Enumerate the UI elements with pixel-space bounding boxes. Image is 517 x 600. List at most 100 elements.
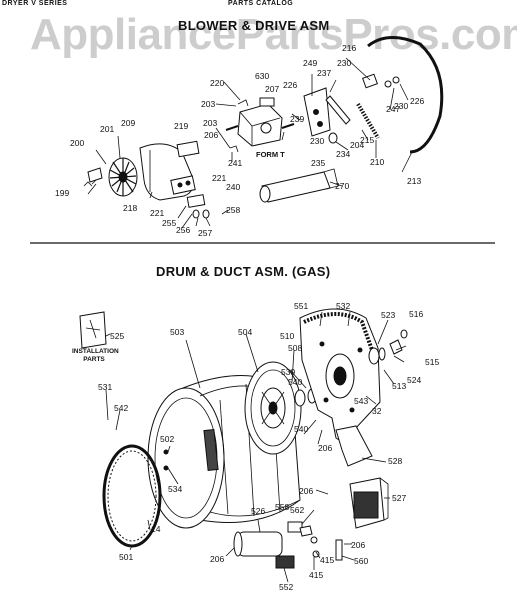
burner-box-527 [349, 477, 389, 529]
series-header: DRYER V SERIES [2, 0, 68, 7]
part-label: 525 [110, 331, 125, 341]
plate-219 [176, 140, 200, 158]
part-label: 524 [407, 375, 422, 385]
part-label: 230 [337, 58, 352, 68]
part-label: 257 [198, 228, 213, 238]
part-label: 256 [176, 225, 191, 235]
rear-panel-532 [299, 308, 381, 447]
bolt-203 [237, 99, 249, 107]
sensor-560 [335, 539, 343, 561]
part-label: 206 [351, 540, 366, 550]
drum-leader-lines [105, 311, 407, 583]
part-label: 503 [170, 327, 185, 337]
part-label: 209 [121, 118, 136, 128]
part-label: 510 [280, 331, 295, 341]
part-label: 540 [294, 424, 309, 434]
part-label: 532 [336, 301, 351, 311]
part-label: 502 [160, 434, 175, 444]
part-label: 240 [226, 182, 241, 192]
screws-199 [83, 179, 97, 187]
part-label: 543 [354, 396, 369, 406]
part-label: 504 [238, 327, 253, 337]
part-label: 531 [98, 382, 113, 392]
part-label: 249 [303, 58, 318, 68]
part-label: 239 [290, 114, 305, 124]
coil-552 [275, 555, 295, 569]
part-label: 241 [228, 158, 243, 168]
part-label: 415 [309, 570, 324, 580]
part-label: 560 [354, 556, 369, 566]
part-label: 526 [251, 506, 266, 516]
part-label: 508 [288, 343, 303, 353]
part-label: 206 [204, 130, 219, 140]
pulley-216 [362, 73, 378, 89]
part-label: 501 [119, 552, 134, 562]
part-label: 218 [123, 203, 138, 213]
part-label: 201 [100, 124, 115, 134]
part-label: 221 [212, 173, 227, 183]
part-label: 219 [174, 121, 189, 131]
part-label: 230 [310, 136, 325, 146]
part-label: 542 [114, 403, 129, 413]
part-label: 226 [283, 80, 298, 90]
bracket-221 [186, 194, 206, 208]
screw-516 [400, 329, 408, 339]
part-label: 207 [265, 84, 280, 94]
washer-256 [192, 209, 200, 219]
blower-leader-lines [87, 57, 413, 229]
duct-528 [335, 425, 373, 467]
part-label: 199 [55, 188, 70, 198]
part-label: 630 [255, 71, 270, 81]
gas-cylinder-526 [233, 531, 283, 557]
part-label: 515 [425, 357, 440, 367]
part-label: 221 [150, 208, 165, 218]
catalog-header: PARTS CATALOG [228, 0, 294, 7]
part-label: 32 [372, 406, 382, 416]
part-label: 215 [360, 135, 375, 145]
part-label: 540 [288, 377, 303, 387]
part-label: 203 [201, 99, 216, 109]
part-label: 14 [151, 524, 161, 534]
form-label: FORM T [256, 150, 285, 159]
bearing-539 [294, 389, 306, 407]
part-label: 234 [336, 149, 351, 159]
part-label: 213 [407, 176, 422, 186]
part-label: 226 [410, 96, 425, 106]
housing-outlet [170, 175, 196, 195]
installation-parts-label: INSTALLATION PARTS [72, 348, 119, 363]
part-label: 270 [335, 181, 350, 191]
part-label: 258 [226, 205, 241, 215]
part-label: 523 [381, 310, 396, 320]
part-label: 513 [392, 381, 407, 391]
part-label: 247 [386, 104, 401, 114]
washer-257 [202, 209, 210, 219]
part-label: 235 [311, 158, 326, 168]
part-label: 203 [203, 118, 218, 128]
screw-206 [229, 145, 239, 153]
part-label: 539 [281, 367, 296, 377]
drive-belt [367, 36, 444, 154]
roller-513 [368, 347, 380, 365]
part-label: 534 [168, 484, 183, 494]
clip-200 [87, 167, 103, 183]
idler-spring [356, 102, 380, 140]
part-label: 206 [318, 443, 333, 453]
part-label: 230 [394, 101, 409, 111]
idler-pulley-234 [328, 132, 338, 144]
part-558 [287, 521, 303, 533]
blower-shaft-270 [259, 168, 339, 203]
part-label: 415 [320, 555, 335, 565]
part-label: 210 [370, 157, 385, 167]
part-label: 206 [210, 554, 225, 564]
part-label: 216 [342, 43, 357, 53]
idler-arm-230 [325, 95, 351, 125]
drum-section-title: DRUM & DUCT ASM. (GAS) [156, 264, 331, 279]
part-label: 552 [279, 582, 294, 592]
part-label: 551 [294, 301, 309, 311]
part-label: 237 [317, 68, 332, 78]
part-562 [299, 525, 313, 537]
part-label: 204 [350, 140, 365, 150]
drum-rear-head-504 [244, 361, 302, 455]
